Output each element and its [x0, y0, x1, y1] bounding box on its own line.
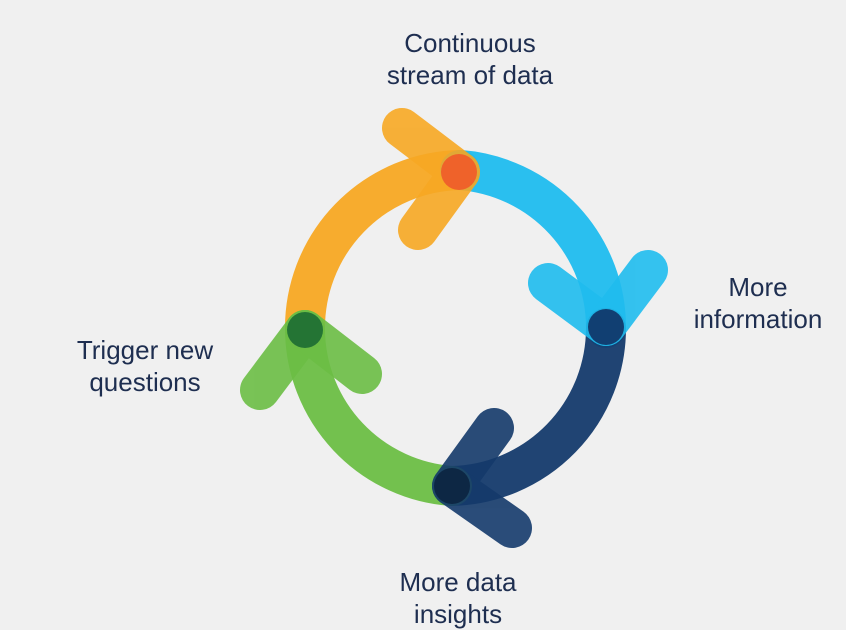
arc-light-blue — [440, 150, 627, 348]
junction-bottom — [434, 468, 470, 504]
arc-orange — [284, 150, 480, 350]
label-trigger-new-questions: Trigger new questions — [30, 334, 260, 398]
label-bottom-line-2: insights — [413, 599, 503, 629]
label-more-information: More information — [670, 271, 846, 335]
label-top-line-2: stream of data — [386, 60, 554, 90]
arc-dark-blue — [432, 308, 626, 506]
label-more-data-insights: More data insights — [328, 566, 588, 630]
arc-green — [285, 310, 472, 506]
junction-right — [588, 309, 624, 345]
label-right-line-2: information — [693, 304, 823, 334]
label-left-line-2: questions — [89, 367, 201, 397]
junction-left — [287, 312, 323, 348]
label-right-line-1: More — [728, 272, 788, 302]
label-bottom-line-1: More data — [399, 567, 517, 597]
label-top-line-1: Continuous — [404, 28, 536, 58]
junction-top — [441, 154, 477, 190]
label-continuous-stream-of-data: Continuous stream of data — [340, 27, 600, 91]
label-left-line-1: Trigger new — [76, 335, 214, 365]
